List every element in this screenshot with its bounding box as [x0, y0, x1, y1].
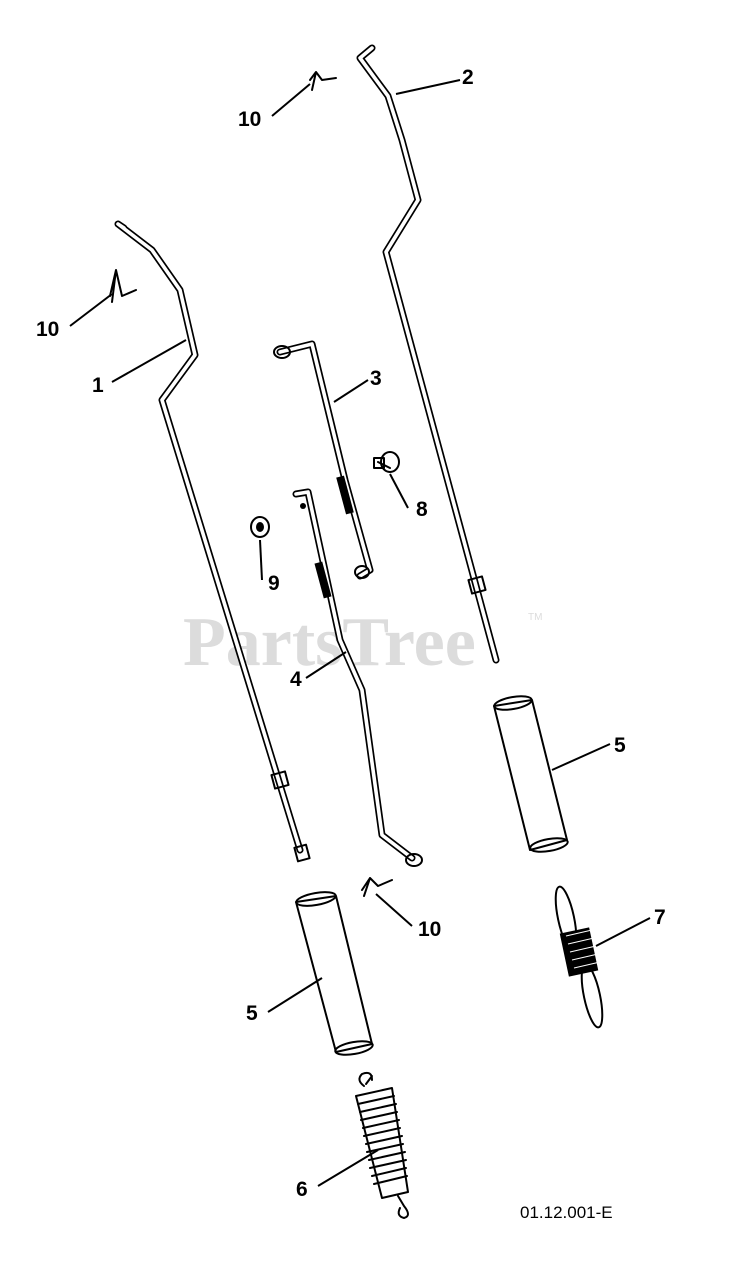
- leader-2: [395, 79, 461, 95]
- part-8-pin: [373, 451, 400, 473]
- part-7-spring: [554, 885, 604, 1029]
- leader-4: [305, 651, 347, 679]
- leader-6: [317, 1149, 379, 1187]
- callout-1: 1: [92, 374, 104, 397]
- leader-5-right: [551, 743, 611, 771]
- callout-2: 2: [462, 66, 474, 89]
- callout-6: 6: [296, 1178, 308, 1201]
- callout-8: 8: [416, 498, 428, 521]
- leader-lines: [69, 79, 651, 1187]
- callout-5-right: 5: [614, 734, 626, 757]
- callout-5-left: 5: [246, 1002, 258, 1025]
- leader-8: [389, 473, 409, 509]
- callout-10-top: 10: [238, 108, 261, 131]
- callout-9: 9: [268, 572, 280, 595]
- diagram-code: 01.12.001-E: [520, 1203, 613, 1222]
- leader-10-top: [271, 83, 311, 117]
- part-4-bracket: [292, 488, 423, 867]
- part-10-clip-top: [309, 71, 337, 91]
- leader-9: [259, 539, 263, 581]
- callout-4: 4: [290, 668, 302, 691]
- part-9-washer: [250, 516, 270, 538]
- part-6-spring: [355, 1071, 409, 1219]
- leader-3: [333, 379, 369, 403]
- part-10-clip-left: [109, 269, 137, 303]
- part-2-rod: [356, 44, 500, 664]
- leader-10-left: [69, 293, 113, 327]
- part-1-rod: [114, 220, 311, 863]
- callout-10-left: 10: [36, 318, 59, 341]
- callout-3: 3: [370, 367, 382, 390]
- part-3-bracket: [273, 340, 374, 580]
- part-5-grip-right: [493, 695, 569, 853]
- part-5-grip-left: [295, 891, 374, 1056]
- leader-5-left: [267, 977, 323, 1013]
- leader-7: [595, 917, 651, 947]
- part-10-clip-bottom: [361, 877, 393, 897]
- leader-1: [111, 339, 187, 383]
- callout-10-bottom: 10: [418, 918, 441, 941]
- callout-7: 7: [654, 906, 666, 929]
- watermark-trademark: TM: [528, 612, 542, 623]
- leader-10-bottom: [375, 893, 413, 927]
